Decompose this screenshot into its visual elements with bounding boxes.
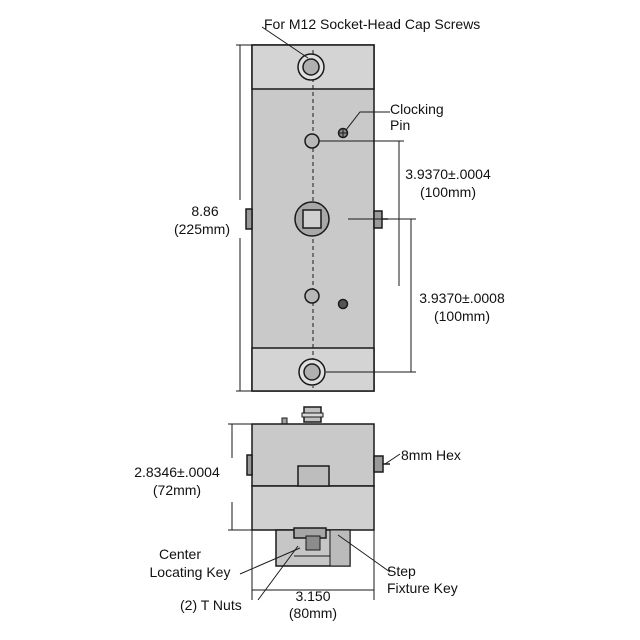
- depth-dim-inches: 2.8346±.0004: [134, 464, 220, 480]
- top-clocking-pin: [281, 417, 288, 425]
- clocking-pin-callout-line2: Pin: [390, 117, 411, 133]
- step-fixture-key: [329, 529, 351, 567]
- side-view-dimensions: [228, 423, 401, 601]
- hex-callout: 8mm Hex: [401, 447, 461, 463]
- t-nuts-leader: [257, 545, 299, 601]
- pin-spacing-mm: (100mm): [419, 184, 476, 200]
- bolt-spacing-mm: (100mm): [433, 308, 490, 324]
- screws-callout: For M12 Socket-Head Cap Screws: [264, 16, 481, 32]
- hex-leader: [384, 453, 401, 465]
- clocking-pin-callout-line1: Clocking: [390, 101, 444, 117]
- side-view: [246, 406, 390, 567]
- top-view-dimensions: [236, 26, 416, 392]
- center-key-callout-line1: Center: [158, 546, 202, 562]
- left-side-pin: [245, 208, 253, 230]
- upper-locating-hole: [304, 133, 320, 149]
- side-left-stub: [246, 454, 253, 476]
- center-key-callout-line2: Locating Key: [149, 564, 231, 580]
- width-dim-inches: 3.150: [295, 588, 331, 604]
- hex-drive: [373, 455, 384, 473]
- width-dim-mm: (80mm): [288, 605, 338, 621]
- height-dim-inches: 8.86: [191, 203, 219, 219]
- t-nuts-callout: (2) T Nuts: [180, 597, 242, 613]
- screws-leader: [261, 26, 309, 59]
- center-slot: [297, 465, 330, 487]
- pin-spacing-inches: 3.9370±.0004: [405, 166, 491, 182]
- top-view: [245, 44, 388, 392]
- center-key-leader: [239, 547, 301, 575]
- step-key-callout-line1: Step: [387, 563, 416, 579]
- height-dim-mm: (225mm): [173, 221, 230, 237]
- lower-pin-marker: [337, 298, 349, 310]
- center-bore-hex: [302, 209, 322, 229]
- lower-locating-hole: [304, 288, 320, 304]
- clocking-pin-leader: [345, 111, 390, 131]
- step-key-leader: [337, 534, 391, 573]
- depth-dim-mm: (72mm): [152, 482, 202, 498]
- bolt-spacing-inches: 3.9370±.0008: [419, 290, 505, 306]
- side-view-base: [251, 485, 375, 531]
- step-key-callout-line2: Fixture Key: [387, 580, 458, 596]
